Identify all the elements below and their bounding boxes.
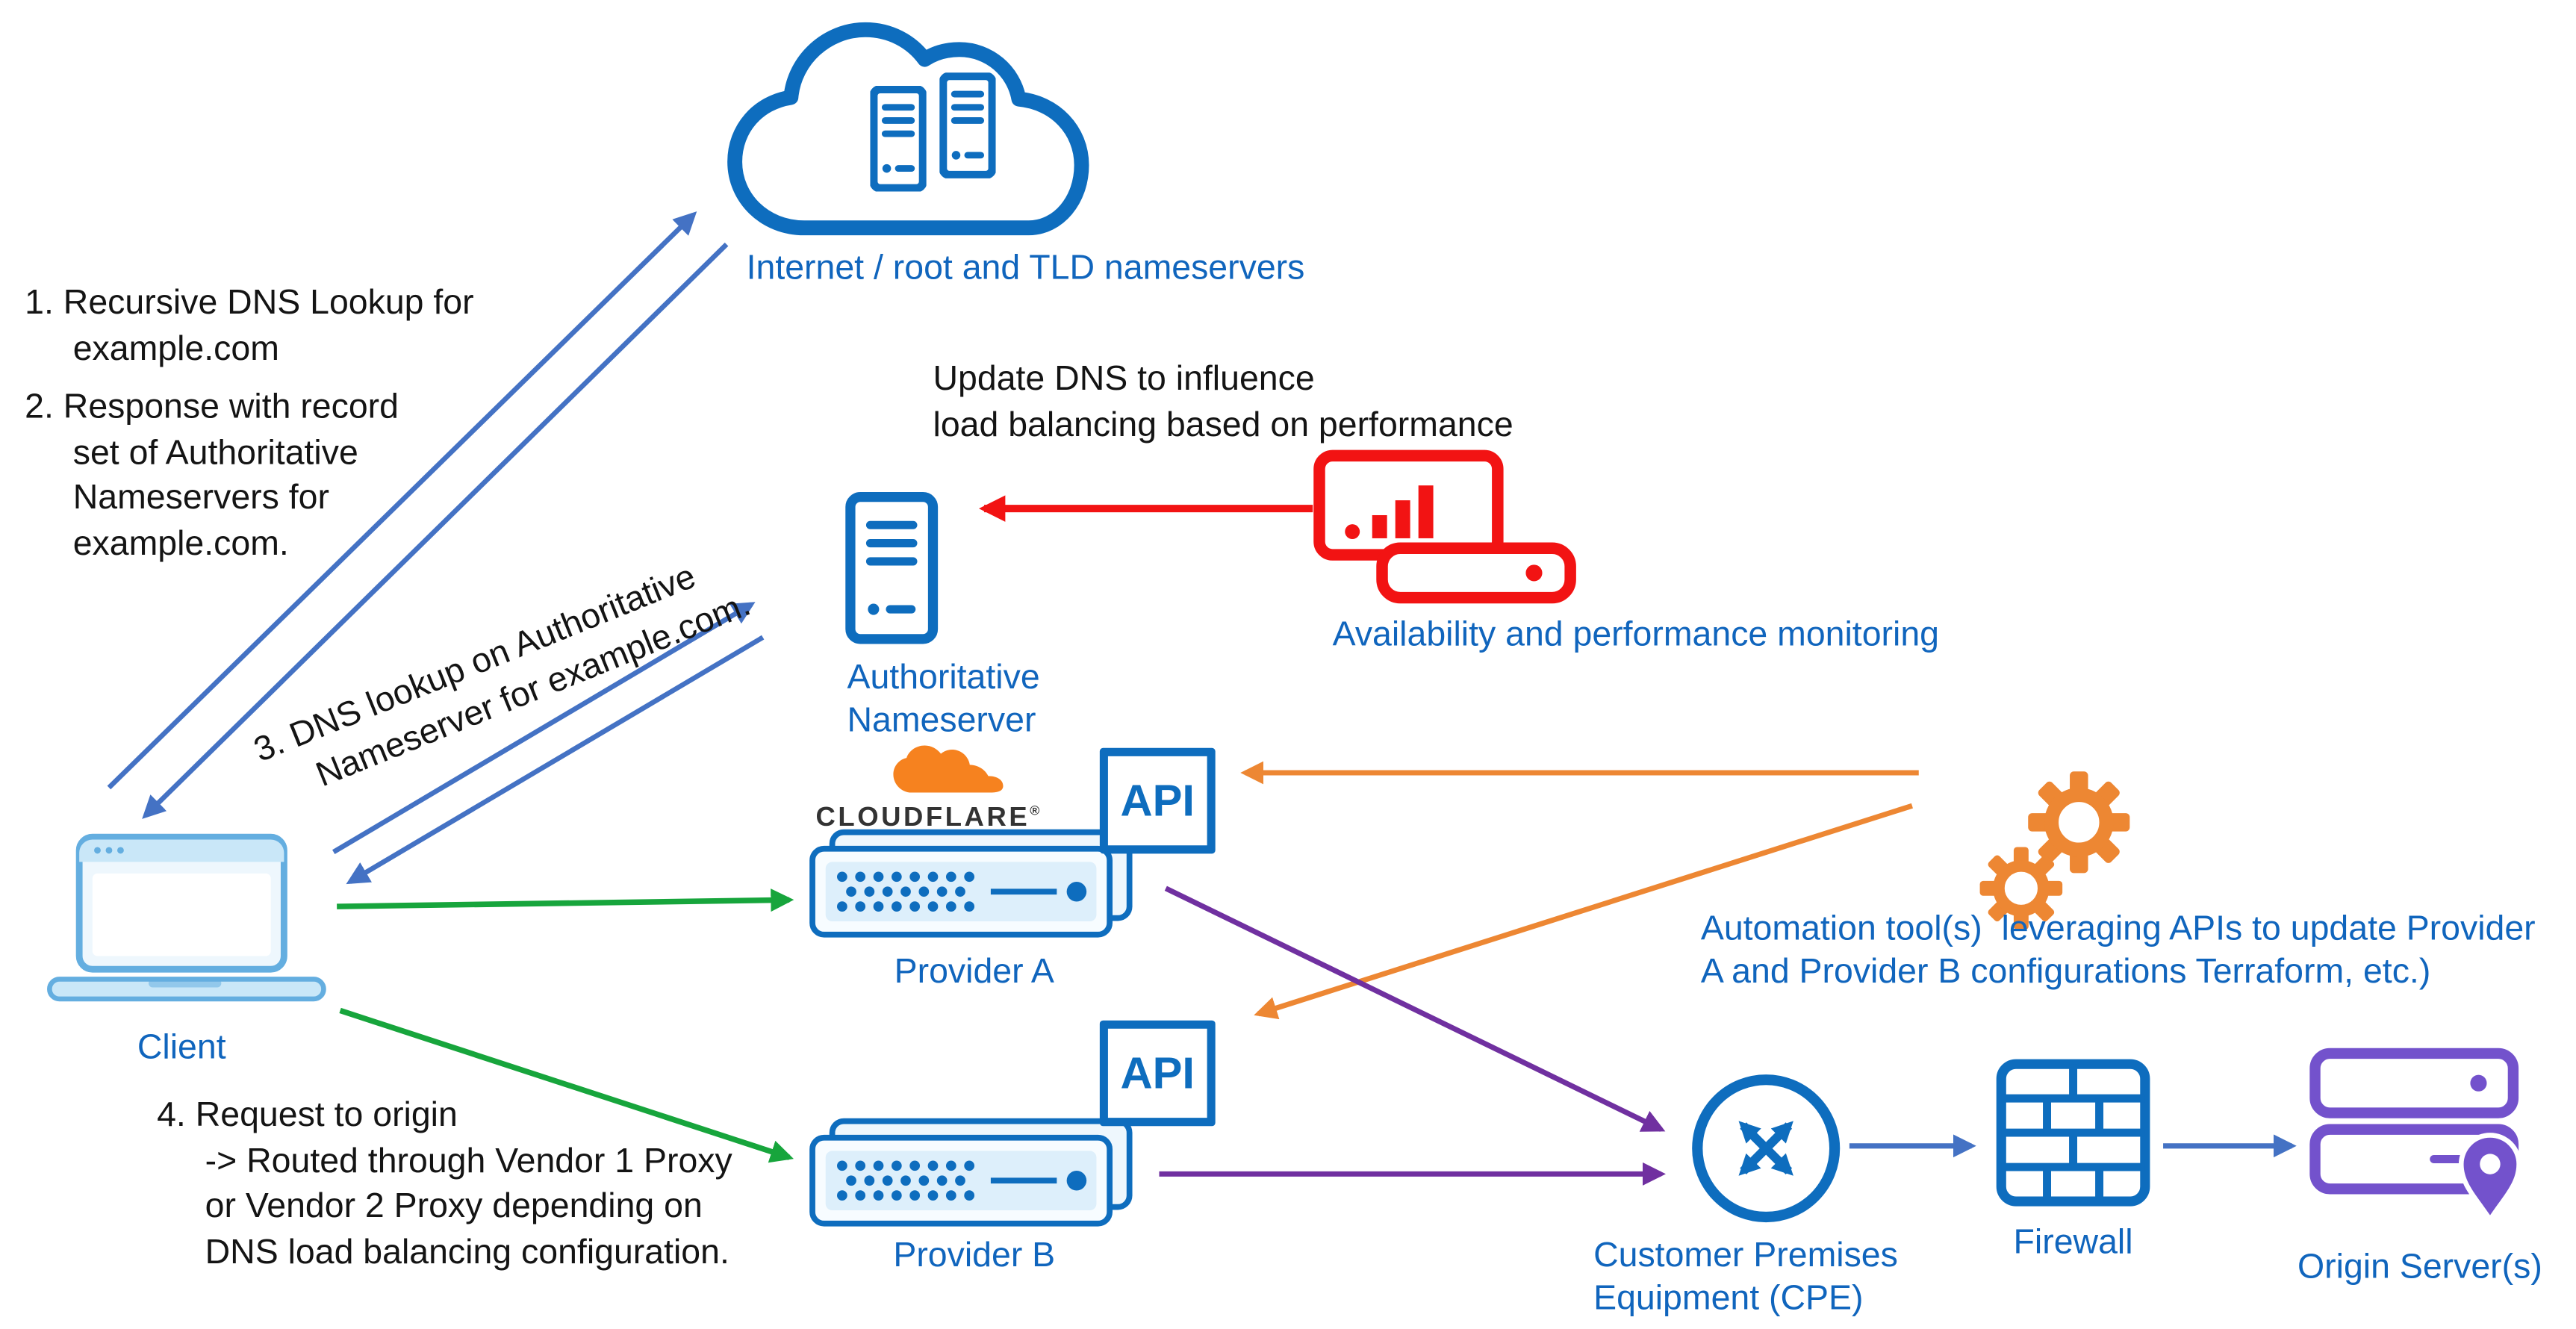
arrow-client-to-authoritative-ns <box>332 602 756 854</box>
origin-servers-icon <box>2309 1048 2521 1224</box>
provider-b-api-label: API <box>1120 1048 1195 1098</box>
step4-annotation: 4. Request to origin -> Routed through V… <box>157 1096 732 1272</box>
step2-annotation: 2. Response with record set of Authorita… <box>25 388 399 564</box>
step1-annotation: 1. Recursive DNS Lookup for example.com <box>25 284 474 368</box>
arrow-provider-a-to-cpe <box>1164 886 1666 1132</box>
arrow-authoritative-ns-to-client <box>346 635 765 885</box>
tld-nameserver-icon <box>943 76 992 175</box>
cloudflare-cloud-icon <box>893 745 1004 793</box>
arrow-client-to-provider-a <box>337 888 794 912</box>
arrow-client-to-internet <box>107 211 697 790</box>
cloudflare-reg-mark: ® <box>1030 803 1042 818</box>
provider-a-appliance-icon <box>806 826 1136 944</box>
firewall-icon <box>1996 1059 2150 1207</box>
automation-label: Automation tool(s) leveraging APIs to up… <box>1700 909 2536 992</box>
authoritative-nameserver-label: Authoritative Nameserver <box>847 659 1040 741</box>
client-laptop-icon <box>47 833 326 1002</box>
firewall-label: Firewall <box>2013 1223 2133 1262</box>
client-label: Client <box>137 1028 226 1067</box>
provider-a-api-badge: API <box>1099 747 1216 854</box>
provider-b-api-badge: API <box>1099 1020 1216 1127</box>
monitoring-label: Availability and performance monitoring <box>1332 615 1939 654</box>
authoritative-nameserver-icon <box>845 492 939 644</box>
provider-a-label: Provider A <box>894 953 1054 991</box>
arrow-internet-to-client <box>142 242 729 819</box>
arrow-client-to-provider-b <box>339 1007 794 1163</box>
internet-label: Internet / root and TLD nameservers <box>746 249 1305 287</box>
internet-cloud-icon <box>727 22 1089 236</box>
automation-gear-small-icon <box>1935 803 2021 888</box>
arrow-automation-to-api-b <box>1254 803 1913 1020</box>
provider-b-appliance-icon <box>806 1115 1136 1233</box>
cloudflare-wordmark: CLOUDFLARE® <box>815 803 1042 834</box>
cpe-router-icon <box>1692 1074 1841 1223</box>
provider-b-label: Provider B <box>893 1236 1056 1275</box>
cloudflare-wordmark-text: CLOUDFLARE <box>815 802 1030 832</box>
monitoring-icon <box>1313 449 1576 604</box>
location-pin-icon <box>2458 1133 2521 1224</box>
cpe-label: Customer Premises Equipment (CPE) <box>1593 1236 1898 1319</box>
root-nameserver-icon <box>874 89 923 188</box>
update-dns-annotation: Update DNS to influence load balancing b… <box>933 360 1513 444</box>
provider-a-api-label: API <box>1120 775 1195 825</box>
origin-servers-label: Origin Server(s) <box>2297 1248 2542 1286</box>
